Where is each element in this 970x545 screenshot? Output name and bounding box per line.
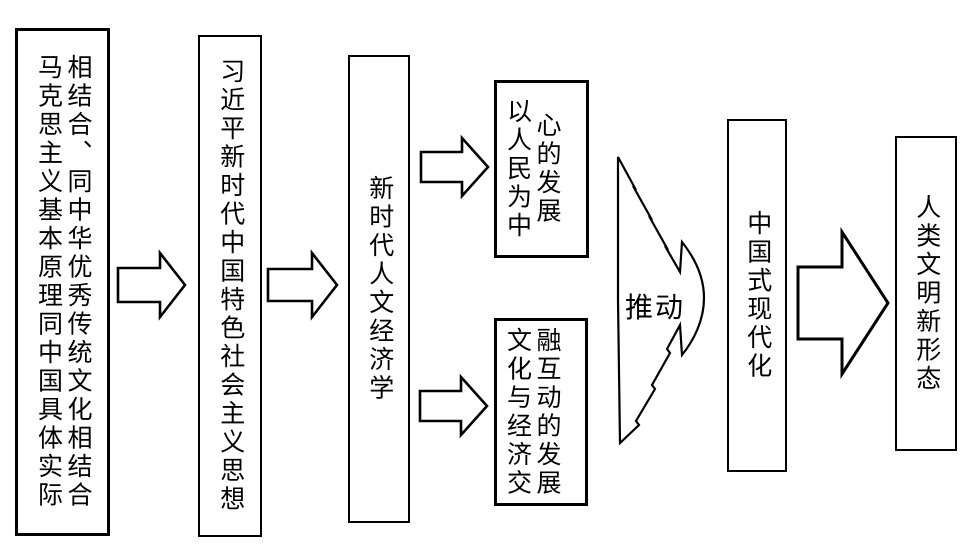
box-marxism-combination: 马克思主义基本原理同中国具体实际 相结合、同中华优秀传统文化相结合 <box>15 28 110 536</box>
arrow-marxism-to-xi-thought-icon <box>116 249 187 321</box>
arrow-to-culture-economy-icon <box>418 373 489 439</box>
arrow-to-people-centered-icon <box>419 134 490 200</box>
box-culture-economy-column-2: 融互动的发展 <box>533 326 560 498</box>
box-xi-jinping-thought: 习近平新时代中国特色社会主义思想 <box>198 35 262 537</box>
box-culture-economy-integration: 文化与经济交 融互动的发展 <box>494 318 588 506</box>
merge-arrow-label: 推动 <box>624 293 685 324</box>
box-culture-economy-column-1: 文化与经济交 <box>503 326 531 498</box>
box-marxism-column-2: 相结合、同中华优秀传统文化相结合 <box>64 54 91 510</box>
box-people-centered-column-1: 以人民为中 <box>503 97 531 241</box>
box-people-centered-column-2: 心的发展 <box>533 112 560 226</box>
box-new-era-humanistic-economics: 新时代人文经济学 <box>348 55 410 523</box>
box-chinese-modernization-text: 中国式现代化 <box>743 210 771 381</box>
box-new-form-of-human-civilization: 人类文明新形态 <box>895 136 957 451</box>
box-xi-jinping-thought-text: 习近平新时代中国特色社会主义思想 <box>216 58 244 514</box>
box-people-centered-development: 以人民为中 心的发展 <box>494 80 589 258</box>
box-new-era-humanistic-economics-text: 新时代人文经济学 <box>365 175 393 403</box>
arrow-xi-thought-to-humanistic-economics-icon <box>266 249 339 321</box>
box-chinese-modernization: 中国式现代化 <box>727 119 787 472</box>
box-marxism-column-1: 马克思主义基本原理同中国具体实际 <box>34 54 62 510</box>
merge-arrow-icon <box>616 156 706 446</box>
box-new-form-of-human-civilization-text: 人类文明新形态 <box>912 193 940 394</box>
arrow-modernization-to-civilization-icon <box>796 226 890 380</box>
